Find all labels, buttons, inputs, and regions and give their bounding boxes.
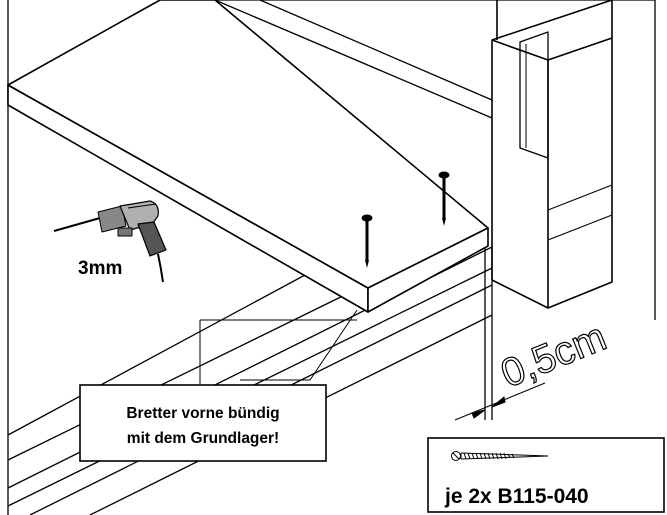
note-line-1: Bretter vorne bündig xyxy=(126,405,279,422)
nail-left xyxy=(361,214,373,268)
parts-box: je 2x B115-040 xyxy=(427,437,665,513)
gap-dimension xyxy=(454,382,546,421)
base-support xyxy=(7,246,493,515)
note-leader xyxy=(199,309,358,385)
note-line-2: mit dem Grundlager! xyxy=(127,430,279,447)
parts-quantity-label: je 2x B115-040 xyxy=(444,485,589,508)
screw-icon xyxy=(451,451,549,461)
drill-icon xyxy=(53,200,167,283)
note-box: Bretter vorne bündig mit dem Grundlager! xyxy=(79,384,327,462)
nail-right xyxy=(438,171,450,226)
corner-post xyxy=(491,0,613,309)
drill-bit-size-label: 3mm xyxy=(78,258,122,279)
